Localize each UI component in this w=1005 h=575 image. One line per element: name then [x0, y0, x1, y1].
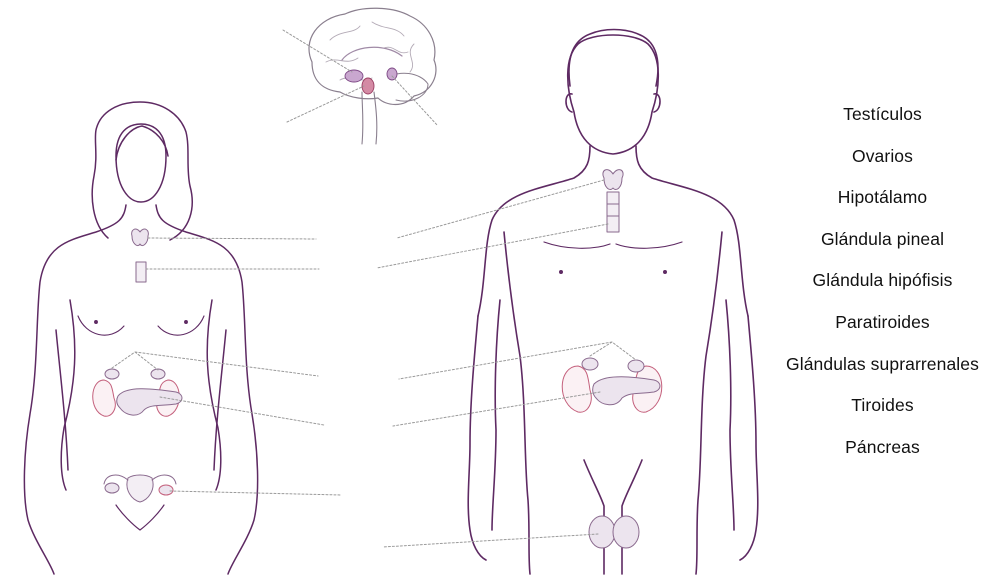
leader-line-brain-left	[287, 86, 364, 122]
male-head	[568, 35, 659, 154]
male-figure	[468, 30, 758, 575]
female-nipple-right	[185, 321, 187, 323]
female-chest	[78, 316, 204, 335]
hypothalamus-highlight	[345, 70, 363, 82]
leader-male-adrenal	[399, 342, 636, 379]
female-pelvis	[116, 505, 164, 530]
brainstem	[362, 92, 377, 144]
word-bank-item: Glándula pineal	[760, 223, 1005, 265]
pineal-highlight	[387, 68, 397, 80]
male-arms-left	[468, 300, 500, 560]
female-nipple-left	[95, 321, 97, 323]
endocrine-system-diagram	[0, 0, 770, 575]
female-thyroid	[132, 229, 149, 246]
word-bank-item: Tiroides	[760, 389, 1005, 431]
female-figure	[24, 102, 257, 574]
word-bank: Testículos Ovarios Hipotálamo Glándula p…	[760, 98, 1005, 472]
female-adrenal-left	[105, 369, 119, 379]
brain-sagittal-view	[283, 8, 438, 144]
word-bank-item: Glándula hipófisis	[760, 264, 1005, 306]
male-testicle-left	[589, 516, 615, 548]
male-chest	[544, 242, 682, 248]
word-bank-item: Glándulas suprarrenales	[760, 348, 1005, 390]
male-nipple-left	[560, 271, 562, 273]
male-ears	[566, 94, 660, 112]
male-organs	[562, 170, 662, 548]
word-bank-item: Páncreas	[760, 431, 1005, 473]
female-adrenal-right	[151, 369, 165, 379]
male-groin	[584, 460, 642, 574]
leader-female-adrenal	[112, 352, 318, 376]
female-kidney-left	[93, 380, 116, 416]
male-arms-right	[726, 300, 758, 560]
brain-folds	[326, 22, 414, 80]
male-trachea	[607, 192, 619, 232]
leader-line-brain-top	[283, 30, 352, 72]
female-hair	[92, 102, 192, 240]
word-bank-item: Hipotálamo	[760, 181, 1005, 223]
female-ovary-right	[159, 485, 173, 495]
female-trachea	[136, 262, 146, 282]
leader-female-ovary	[170, 491, 341, 495]
male-hair	[569, 30, 658, 87]
word-bank-item: Testículos	[760, 98, 1005, 140]
corpus-callosum	[342, 47, 402, 60]
leader-male-thyroid	[397, 180, 604, 238]
male-adrenal-right	[628, 360, 644, 372]
leader-female-pancreas	[160, 397, 324, 425]
male-testicle-right	[613, 516, 639, 548]
male-kidney-left	[562, 366, 591, 412]
male-adrenal-left	[582, 358, 598, 370]
female-organs	[93, 229, 182, 502]
female-ovary-left	[105, 483, 119, 493]
leader-male-testicle	[383, 534, 598, 547]
word-bank-item: Ovarios	[760, 140, 1005, 182]
female-uterus	[127, 475, 153, 502]
male-thyroid	[603, 170, 623, 190]
word-bank-item: Paratiroides	[760, 306, 1005, 348]
leader-male-parathyroid	[377, 224, 608, 268]
male-nipple-right	[664, 271, 666, 273]
